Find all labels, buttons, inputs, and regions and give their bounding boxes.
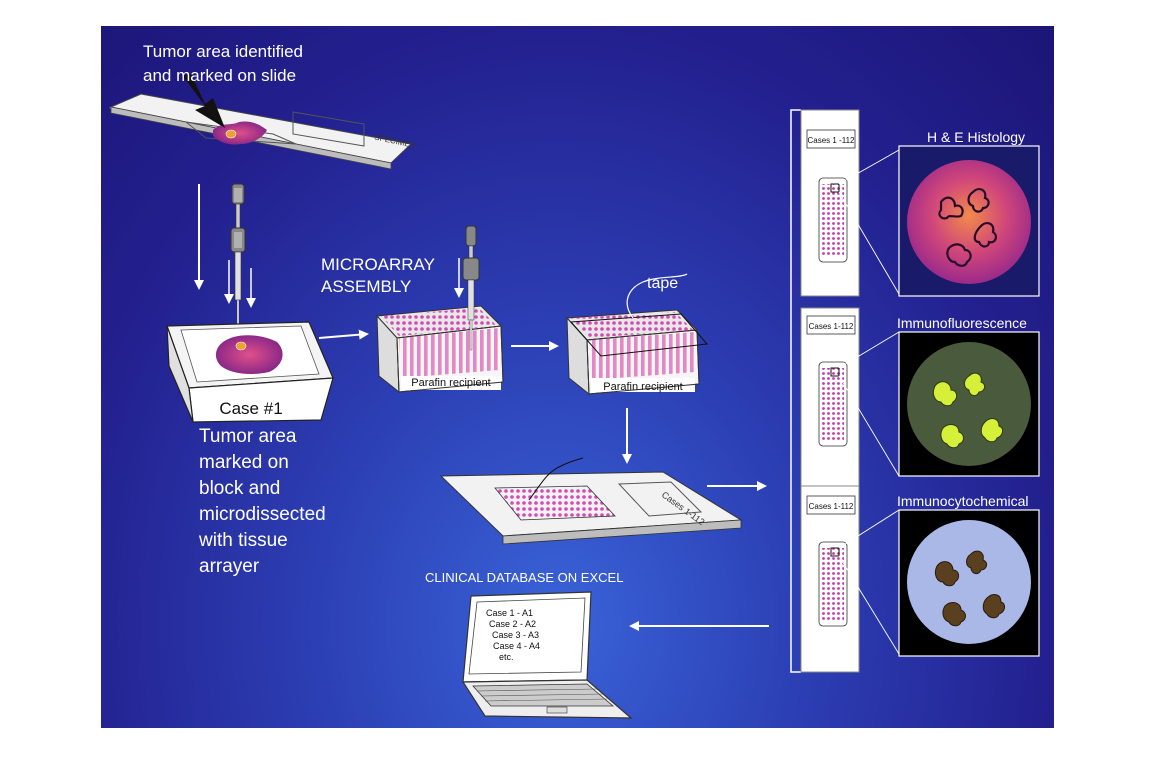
microarray-assembly-label: MICROARRAY ASSEMBLY	[321, 255, 435, 296]
he-histology-panel	[898, 145, 1040, 297]
screen-line-1: Case 1 - A1	[486, 608, 533, 618]
recipient-block-1	[375, 305, 504, 394]
recipient-block-2	[565, 273, 708, 396]
screen-line-2: Case 2 - A2	[489, 619, 536, 629]
immunofluorescence-panel	[898, 331, 1040, 477]
block-tissue	[215, 335, 283, 374]
he-histology-label: H & E Histology	[927, 129, 1025, 145]
zoom-lines	[838, 149, 900, 655]
stack-slide-1-label: Cases 1 -112	[808, 136, 856, 145]
immunocytochemical-label: Immunocytochemical	[897, 493, 1029, 509]
stack-slide-2-label: Cases 1-112	[809, 322, 854, 331]
stack-slide-2	[800, 307, 860, 495]
stack-slide-3-label: Cases 1-112	[809, 502, 854, 511]
tissue-arrayer-tool	[224, 183, 256, 339]
laptop-icon	[461, 591, 633, 719]
tissue-arrayer-tool-2	[454, 225, 480, 351]
parafin-recipient-1-label: Parafin recipient	[411, 377, 491, 389]
slide-tissue	[213, 121, 267, 145]
paraffin-block-case1	[166, 321, 334, 423]
immunocytochemical-panel	[898, 509, 1040, 657]
diagram-canvas: SPECIMEN Case #1 Parafin recipient	[109, 74, 1040, 719]
array-slide	[439, 457, 743, 545]
screen-line-3: Case 3 - A3	[492, 630, 539, 640]
screen-line-4: Case 4 - A4	[493, 641, 540, 651]
immunofluorescence-label: Immunofluorescence	[897, 315, 1027, 331]
parafin-recipient-2-label: Parafin recipient	[603, 381, 683, 393]
case-block-label: Case #1	[219, 399, 282, 418]
pointer-arrow-icon	[183, 74, 225, 128]
diagram-panel: SPECIMEN Case #1 Parafin recipient	[101, 26, 1054, 728]
screen-line-5: etc.	[499, 652, 514, 662]
stack-slide-1	[800, 109, 860, 297]
stack-slide-3	[800, 485, 860, 673]
slide-stack-bracket	[790, 109, 801, 673]
tumor-marked-label: Tumor area marked on block and microdiss…	[199, 426, 326, 577]
tumor-identified-label: Tumor area identified and marked on slid…	[143, 42, 304, 85]
specimen-slide	[109, 74, 413, 170]
clinical-database-label: CLINICAL DATABASE ON EXCEL	[425, 570, 624, 585]
tape-label: tape	[647, 275, 678, 292]
arrow-block-to-array	[318, 329, 369, 340]
